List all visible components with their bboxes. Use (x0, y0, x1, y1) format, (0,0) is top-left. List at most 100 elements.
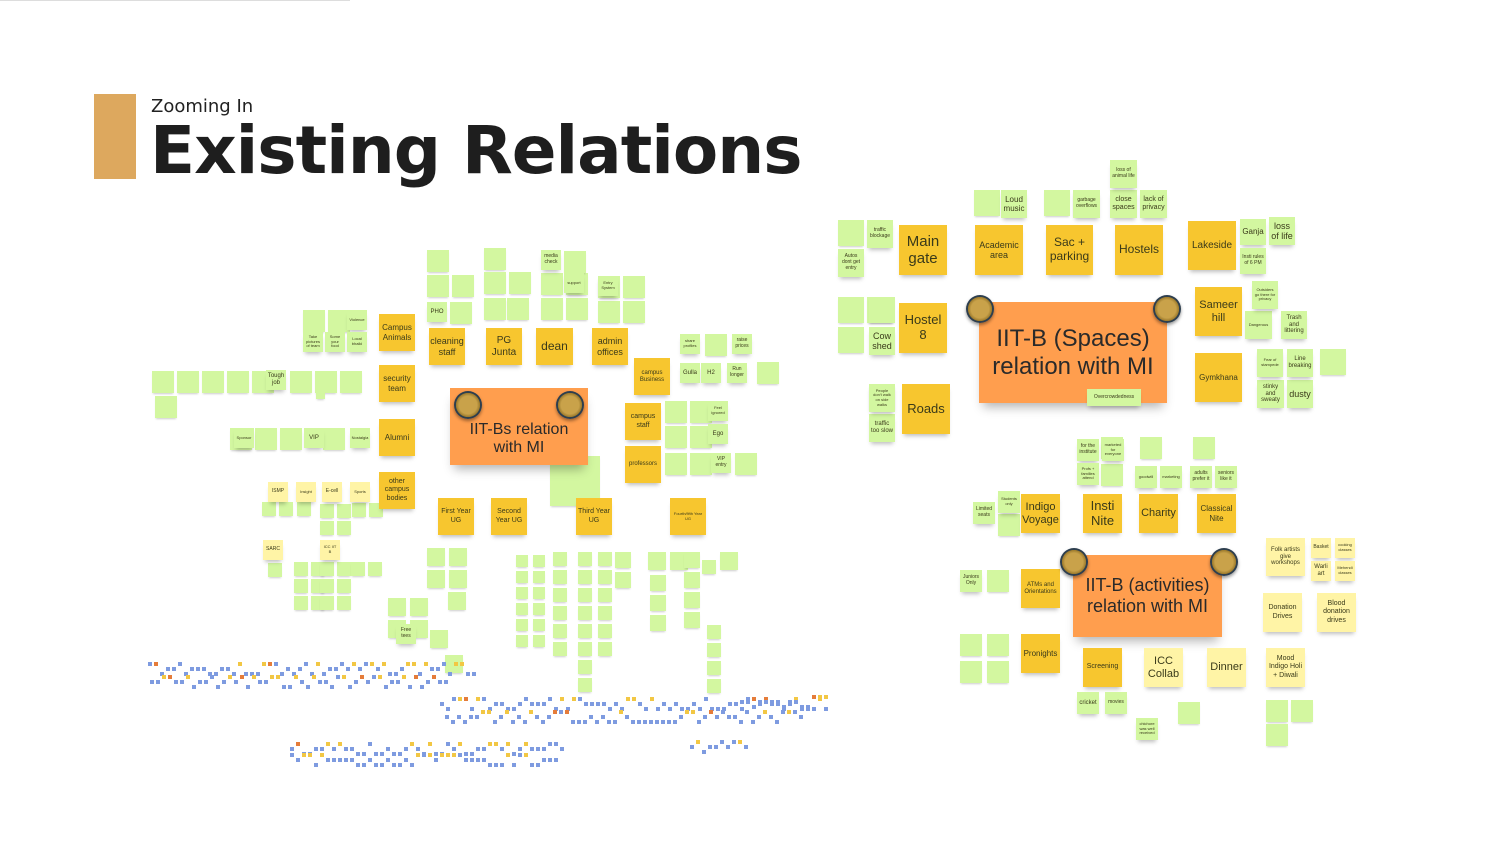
sticky-note-small (974, 190, 1000, 216)
sticky-note-small (315, 371, 337, 393)
timeline-line (0, 0, 350, 1)
timeline-dot (428, 742, 432, 746)
sticky-note-warli: Warli art (1311, 561, 1331, 581)
sticky-note-small (262, 502, 276, 516)
sticky-note-local-bhaiki: Local bhaiki (347, 332, 367, 352)
timeline-dot (523, 720, 527, 724)
timeline-dot (400, 667, 404, 671)
sticky-note-classical-nite: Classical Nite (1197, 494, 1236, 533)
timeline-dot (727, 715, 731, 719)
timeline-dot (698, 707, 702, 711)
sticky-note-media-check: media check (541, 250, 561, 270)
sticky-note-small (516, 571, 528, 583)
sticky-note-small (665, 453, 687, 475)
sticky-note-small (707, 661, 721, 675)
sticky-note-dinner: Dinner (1207, 648, 1246, 687)
timeline-dot (452, 747, 456, 751)
sticky-note-basket: Basket (1311, 538, 1331, 558)
timeline-dot (782, 705, 786, 709)
sticky-note-tough-job: Tough job (266, 370, 286, 390)
timeline-dot (494, 742, 498, 746)
sticky-note-small (484, 272, 506, 294)
timeline-dot (288, 685, 292, 689)
timeline-dot (662, 702, 666, 706)
timeline-dot (493, 720, 497, 724)
sticky-note-small (960, 661, 982, 683)
timeline-dot (438, 680, 442, 684)
sticky-note-small (279, 502, 293, 516)
timeline-dot (632, 697, 636, 701)
timeline-dot (350, 747, 354, 751)
sticky-note-small (1140, 437, 1162, 459)
timeline-dot (412, 662, 416, 666)
timeline-dot (476, 747, 480, 751)
timeline-dot (310, 672, 314, 676)
timeline-dot (228, 675, 232, 679)
timeline-dot (362, 763, 366, 767)
timeline-dot (685, 710, 689, 714)
timeline-dot (607, 720, 611, 724)
sticky-note-spaces-center: IIT-B (Spaces) relation with MI (979, 302, 1167, 403)
timeline-dot (300, 680, 304, 684)
timeline-dot (472, 672, 476, 676)
timeline-dot (332, 747, 336, 751)
timeline-dot (166, 667, 170, 671)
sticky-note-security: security team (379, 365, 415, 402)
timeline-dot (787, 710, 791, 714)
sticky-note-feel-ignored: Feel ignored (708, 401, 728, 421)
sticky-note-adults: adults prefer it (1190, 466, 1212, 488)
sticky-note-small (670, 552, 688, 570)
timeline-dot (436, 667, 440, 671)
timeline-dot (382, 662, 386, 666)
timeline-dot (732, 740, 736, 744)
timeline-dot (649, 720, 653, 724)
sticky-note-small (650, 575, 666, 591)
timeline-dot (258, 680, 262, 684)
sticky-note-pronights: Pronights (1021, 634, 1060, 673)
sticky-note-loud-music: Loud music (1001, 190, 1027, 218)
sticky-note-ismp: ISMP (268, 482, 288, 502)
timeline-dot (721, 710, 725, 714)
timeline-dot (390, 680, 394, 684)
timeline-dot (482, 758, 486, 762)
sticky-note-screening: Screening (1083, 648, 1122, 687)
sticky-note-share-profiles: share profiles (680, 334, 700, 354)
timeline-dot (637, 720, 641, 724)
timeline-dot (430, 667, 434, 671)
sticky-note-small (516, 587, 528, 599)
timeline-dot (282, 685, 286, 689)
sticky-note-small (553, 642, 567, 656)
sticky-note-small (227, 371, 249, 393)
sticky-note-small (1193, 437, 1215, 459)
timeline-dot (715, 715, 719, 719)
timeline-dot (326, 758, 330, 762)
timeline-dot (290, 753, 294, 757)
sticky-note-small (578, 570, 592, 584)
timeline-dot (674, 702, 678, 706)
timeline-dot (180, 680, 184, 684)
sticky-note-small (665, 401, 687, 423)
sticky-note-small (702, 560, 716, 574)
timeline-dot (426, 680, 430, 684)
timeline-dot (709, 710, 713, 714)
sticky-note-small (564, 251, 586, 273)
timeline-dot (680, 707, 684, 711)
timeline-dot (740, 700, 744, 704)
timeline-dot (256, 672, 260, 676)
sticky-note-small (202, 371, 224, 393)
timeline-dot (452, 753, 456, 757)
timeline-dot (320, 747, 324, 751)
timeline-dot (752, 705, 756, 709)
timeline-dot (372, 675, 376, 679)
timeline-dot (518, 747, 522, 751)
sticky-note-h2: H2 (701, 363, 721, 383)
sticky-note-traffic-blockage: traffic blockage (867, 220, 893, 248)
timeline-dot (398, 752, 402, 756)
timeline-dot (406, 662, 410, 666)
timeline-dot (482, 747, 486, 751)
sticky-note-sameer-hill: Sameer hill (1195, 287, 1242, 336)
sticky-note-hostel-8: Hostel 8 (899, 303, 947, 353)
sticky-note-small (427, 570, 445, 588)
sticky-note-loss-of-life: loss of life (1269, 217, 1295, 245)
timeline-dot (655, 720, 659, 724)
